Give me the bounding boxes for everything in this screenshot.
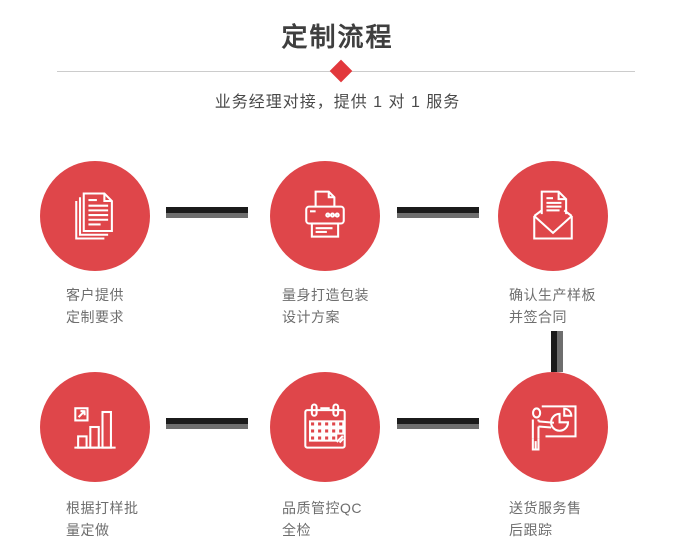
step-label-3-line1: 确认生产样板: [509, 287, 596, 303]
step-label-5-line2: 全检: [282, 522, 311, 538]
step-label-6-line1: 送货服务售: [509, 500, 582, 516]
connector-step2-step3: [397, 207, 479, 218]
documents-icon: [75, 192, 113, 240]
connector-step5-step6: [397, 418, 479, 429]
envelope-icon: [533, 190, 573, 240]
connector-step3-step6: [551, 331, 563, 372]
step-label-1: 客户提供 定制要求: [66, 284, 206, 328]
step-label-4-line1: 根据打样批: [66, 500, 139, 516]
subtitle: 业务经理对接，提供 1 对 1 服务: [214, 94, 461, 111]
step-label-2: 量身打造包装 设计方案: [282, 284, 422, 328]
step-circle-delivery-tracking: [498, 372, 608, 482]
step-label-1-line1: 客户提供: [66, 287, 124, 303]
bar-chart-icon: [74, 407, 116, 449]
step-circle-sample-contract: [498, 161, 608, 271]
step-label-2-line2: 设计方案: [282, 309, 340, 325]
step-label-3-line2: 并签合同: [509, 309, 567, 325]
step-label-6-line2: 后跟踪: [509, 522, 553, 538]
step-circle-packaging-design: [270, 161, 380, 271]
step-label-4: 根据打样批 量定做: [66, 497, 206, 541]
step-circle-customer-requirements: [40, 161, 150, 271]
connector-step4-step5: [166, 418, 248, 429]
step-label-6: 送货服务售 后跟踪: [509, 497, 649, 541]
calendar-icon: [304, 403, 346, 449]
step-label-2-line1: 量身打造包装: [282, 287, 369, 303]
printer-icon: [305, 190, 345, 238]
presentation-icon: [531, 405, 577, 451]
connector-step1-step2: [166, 207, 248, 218]
step-label-5-line1: 品质管控QC: [282, 500, 362, 516]
diamond-icon: [329, 59, 353, 83]
page-title: 定制流程: [281, 22, 394, 52]
step-circle-quality-control: [270, 372, 380, 482]
step-circle-batch-production: [40, 372, 150, 482]
step-label-4-line2: 量定做: [66, 522, 110, 538]
step-label-3: 确认生产样板 并签合同: [509, 284, 649, 328]
step-label-5: 品质管控QC 全检: [282, 497, 422, 541]
step-label-1-line2: 定制要求: [66, 309, 124, 325]
